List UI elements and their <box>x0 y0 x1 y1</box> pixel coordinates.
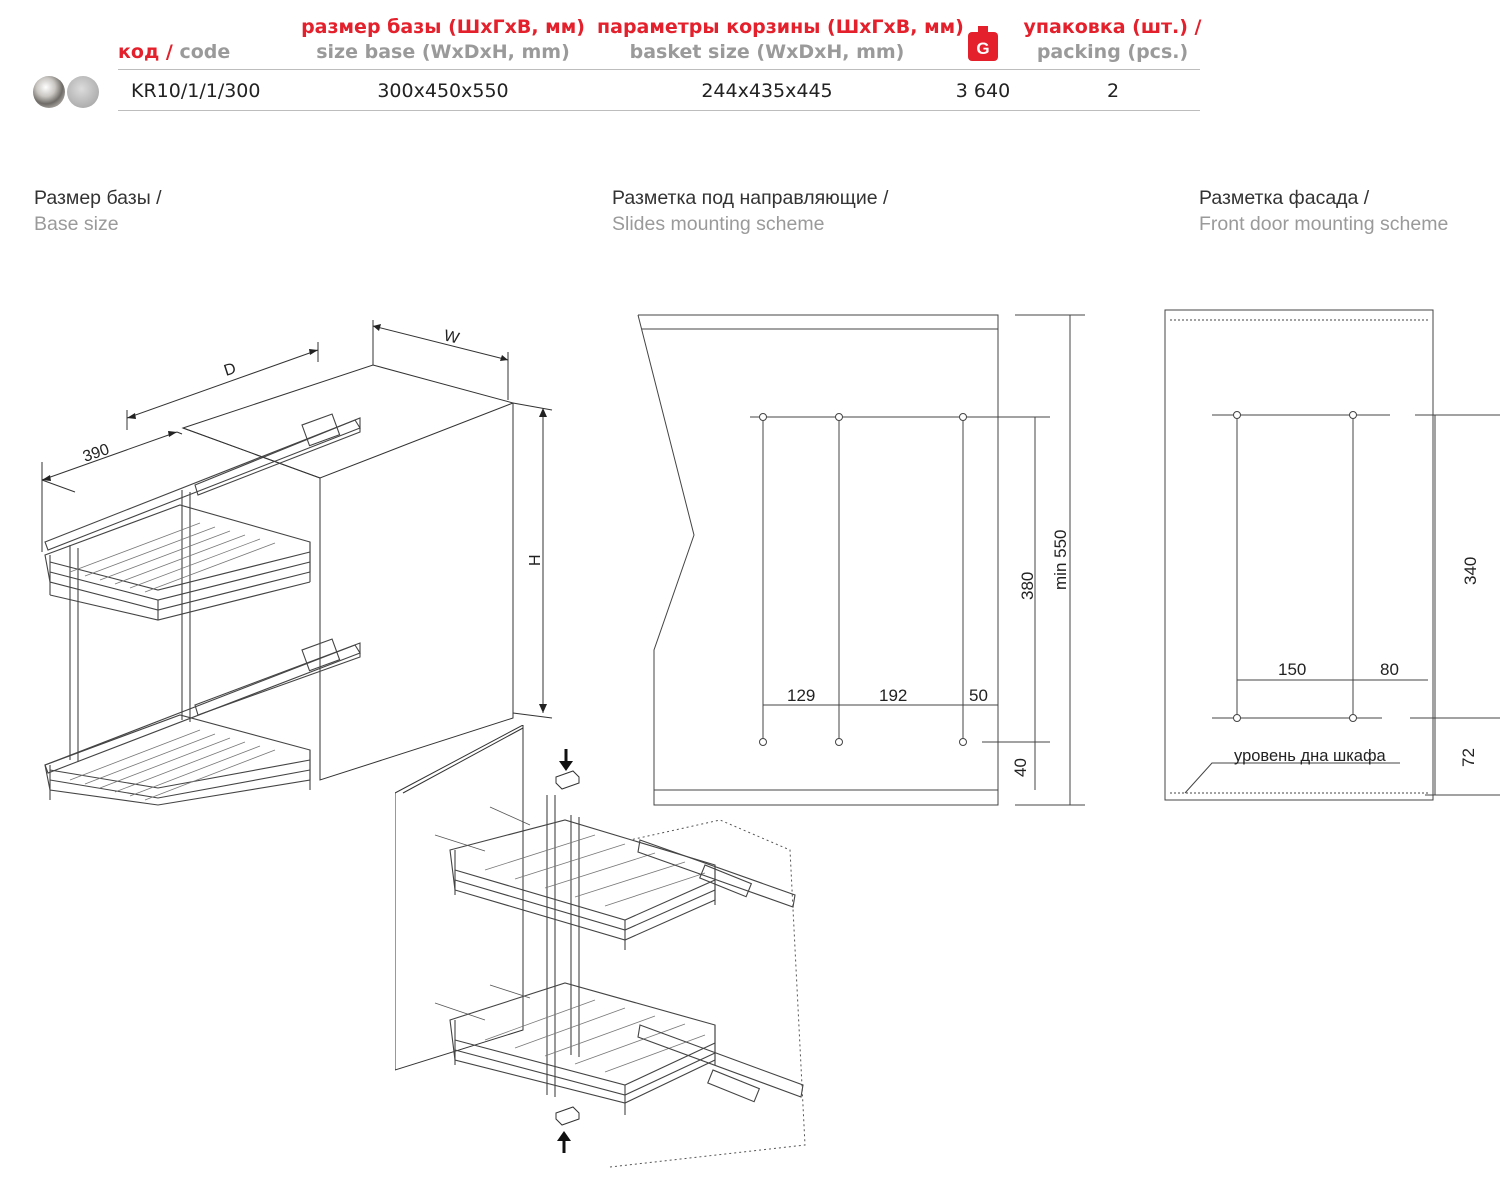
section-slides-title-en: Slides mounting scheme <box>612 213 825 235</box>
row-code: KR10/1/1/300 <box>131 80 261 102</box>
front-dim-72: 72 <box>1459 748 1478 767</box>
top-clip <box>555 770 580 790</box>
front-dim-150: 150 <box>1278 660 1306 679</box>
header-size-base-ru: размер базы (ШхГхВ, мм) <box>301 16 585 38</box>
header-code-sep: / <box>159 41 180 63</box>
front-hole-2-top <box>1349 411 1357 419</box>
lower-basket <box>44 638 361 806</box>
cabinet-outline <box>609 819 806 1168</box>
slides-panel <box>637 314 999 806</box>
hole-3-top <box>959 413 967 421</box>
front-dim-80: 80 <box>1380 660 1399 679</box>
header-basket-en: basket size (WxDxH, mm) <box>629 41 905 63</box>
header-code-en: code <box>179 41 231 63</box>
hole-2-top <box>835 413 843 421</box>
section-base-title-en: Base size <box>34 213 119 235</box>
slides-dim-min550: min 550 <box>1051 530 1070 590</box>
label-w: W <box>442 327 462 347</box>
header-code: код / code <box>118 40 238 65</box>
header-size-base-en: size base (WxDxH, mm) <box>316 41 570 63</box>
weight-icon-letter: G <box>976 39 989 58</box>
header-basket: параметры корзины (ШхГхВ, мм) basket siz… <box>597 15 964 65</box>
front-hole-1-bottom <box>1233 714 1241 722</box>
slides-dim-40: 40 <box>1011 758 1030 777</box>
dimension-w <box>372 325 509 361</box>
finish-swatches <box>33 76 99 108</box>
header-packing: упаковка (шт.) / packing (pcs.) <box>1020 15 1205 65</box>
header-divider <box>118 69 1200 70</box>
front-dim-340: 340 <box>1461 557 1480 585</box>
header-packing-en: packing (pcs.) <box>1036 41 1189 63</box>
hole-1-bottom <box>759 738 767 746</box>
header-basket-ru: параметры корзины (ШхГхВ, мм) <box>597 16 964 38</box>
arrow-down-icon <box>559 749 573 771</box>
front-bottom-label: уровень дна шкафа <box>1234 747 1387 765</box>
section-front-title-ru: Разметка фасада / <box>1199 187 1370 209</box>
slides-dim-380: 380 <box>1018 572 1037 600</box>
front-hole-2-bottom <box>1349 714 1357 722</box>
hole-1-top <box>759 413 767 421</box>
door-panel <box>395 725 524 1071</box>
dimension-d <box>126 349 319 419</box>
weight-icon: G <box>968 26 998 61</box>
installation-drawing <box>395 725 806 1168</box>
label-h: H <box>527 554 544 566</box>
row-packing: 2 <box>1106 80 1120 102</box>
silver-swatch <box>67 76 99 108</box>
chrome-swatch <box>33 76 65 108</box>
cabinet-body <box>181 364 514 781</box>
header-code-ru: код <box>118 41 160 63</box>
section-front-title-en: Front door mounting scheme <box>1199 213 1449 235</box>
header-size-base: размер базы (ШхГхВ, мм) size base (WxDxH… <box>293 15 593 65</box>
label-d: D <box>222 360 238 380</box>
slides-dim-129: 129 <box>787 686 815 705</box>
row-price: 3 640 <box>955 80 1011 102</box>
bottom-clip <box>555 1106 580 1126</box>
hole-3-bottom <box>959 738 967 746</box>
section-base-title-ru: Размер базы / <box>34 187 162 209</box>
install-upper-basket <box>449 819 796 950</box>
upper-basket <box>44 413 361 621</box>
front-hole-1-top <box>1233 411 1241 419</box>
dimension-390 <box>41 431 178 481</box>
slides-dim-192: 192 <box>879 686 907 705</box>
row-size-base: 300x450x550 <box>377 80 509 102</box>
section-slides-title-ru: Разметка под направляющие / <box>612 187 889 209</box>
label-390: 390 <box>81 441 112 466</box>
base-size-drawing: W D 390 H <box>41 320 553 806</box>
arrow-up-icon <box>557 1131 571 1153</box>
slides-mounting-scheme: 129 192 50 380 min 550 40 <box>637 314 1085 806</box>
slides-dim-50: 50 <box>969 686 988 705</box>
install-lower-basket <box>449 982 804 1115</box>
front-door-panel <box>1164 309 1434 801</box>
header-packing-ru: упаковка (шт.) / <box>1023 16 1202 38</box>
row-divider <box>118 110 1200 111</box>
row-basket: 244x435x445 <box>701 80 833 102</box>
bottom-leader <box>1184 762 1400 794</box>
hole-2-bottom <box>835 738 843 746</box>
front-door-scheme: 150 80 340 72 уровень дна шкафа <box>1164 309 1500 801</box>
